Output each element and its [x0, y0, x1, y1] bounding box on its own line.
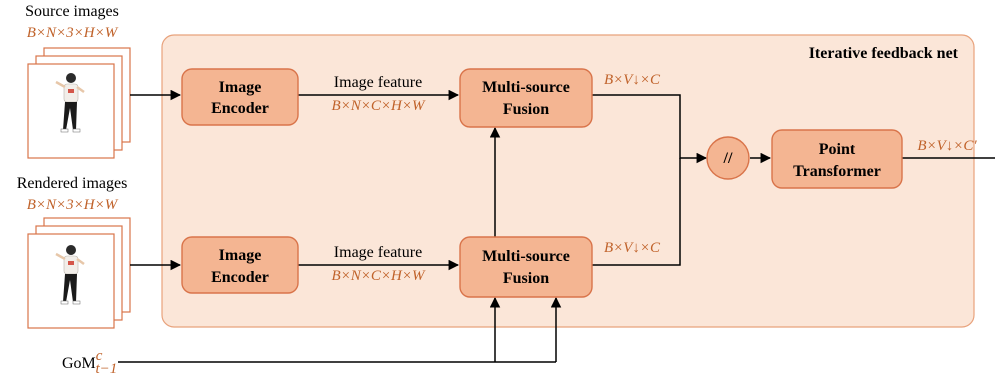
- rendered-images-label: Rendered images: [17, 175, 128, 192]
- svg-text:Encoder: Encoder: [211, 100, 269, 117]
- transformer-output-dims: B×V↓×C′: [917, 138, 977, 154]
- fusion-top-output-dims: B×V↓×C: [604, 72, 661, 88]
- svg-text:Fusion: Fusion: [503, 270, 549, 287]
- feature-top-dims: B×N×C×H×W: [332, 98, 426, 114]
- svg-text:Encoder: Encoder: [211, 269, 269, 286]
- feature-bottom-dims: B×N×C×H×W: [332, 268, 426, 284]
- image-encoder-top: Image Encoder: [181, 68, 299, 126]
- multi-source-fusion-top: Multi-source Fusion: [459, 68, 593, 128]
- point-transformer: Point Transformer: [771, 129, 903, 189]
- line-fusion-bottom-to-merge: [592, 158, 681, 266]
- rendered-image-stack: [27, 217, 131, 329]
- connectors: [118, 89, 995, 363]
- svg-text:Transformer: Transformer: [793, 163, 881, 180]
- source-images-label: Source images: [25, 3, 119, 20]
- svg-text:Image: Image: [219, 79, 262, 96]
- multi-source-fusion-bottom: Multi-source Fusion: [459, 236, 593, 298]
- fusion-bottom-output-dims: B×V↓×C: [604, 240, 661, 256]
- svg-text:Fusion: Fusion: [503, 101, 549, 118]
- image-encoder-bottom: Image Encoder: [181, 236, 299, 294]
- feature-bottom-label: Image feature: [334, 244, 422, 261]
- svg-text:Multi-source: Multi-source: [482, 79, 570, 96]
- svg-text:Multi-source: Multi-source: [482, 248, 570, 265]
- panel-title: Iterative feedback net: [809, 45, 959, 62]
- svg-text:Image: Image: [219, 247, 262, 264]
- svg-text:Point: Point: [819, 141, 856, 158]
- source-image-stack: [27, 47, 131, 159]
- feature-top-label: Image feature: [334, 74, 422, 91]
- source-images-dims: B×N×3×H×W: [27, 25, 119, 41]
- rendered-person-icon: [55, 245, 85, 305]
- svg-text://: //: [723, 150, 733, 167]
- rendered-images-dims: B×N×3×H×W: [27, 197, 119, 213]
- person-figure-icon: [55, 73, 85, 133]
- iterative-feedback-panel: [161, 34, 975, 328]
- line-fusion-top-to-merge: [592, 94, 708, 164]
- concat-node: //: [706, 136, 750, 180]
